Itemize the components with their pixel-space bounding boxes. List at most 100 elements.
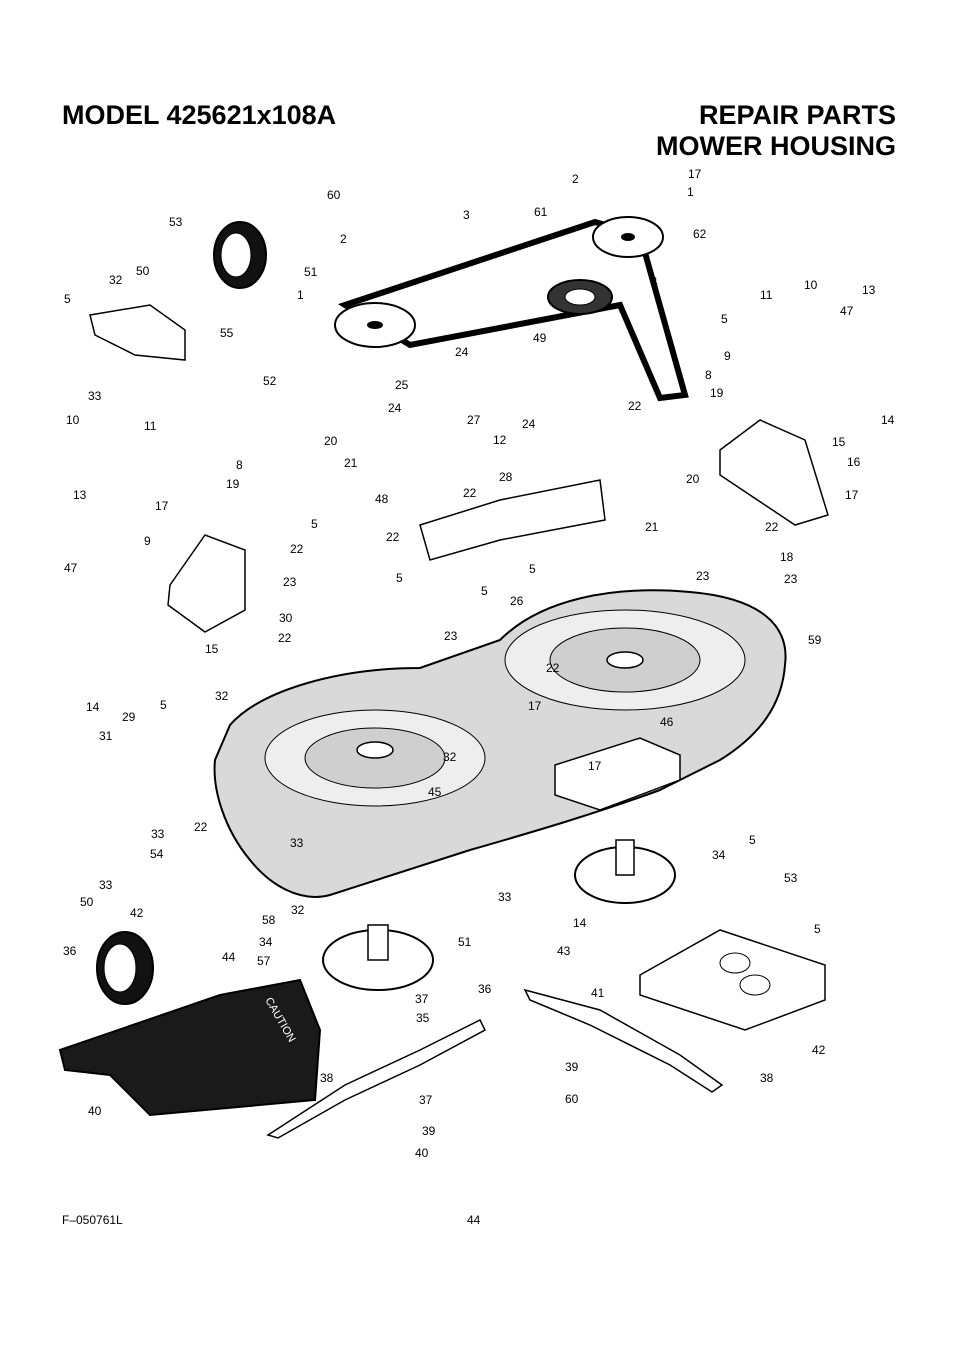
callout-label: 37 xyxy=(419,1093,433,1107)
callout-label: 11 xyxy=(760,288,773,302)
callout-label: 35 xyxy=(416,1011,430,1025)
callout-label: 22 xyxy=(194,820,208,834)
callout-label: 46 xyxy=(660,715,674,729)
callout-label: 44 xyxy=(222,950,236,964)
callout-label: 25 xyxy=(395,378,409,392)
callout-label: 16 xyxy=(847,455,861,469)
callout-label: 14 xyxy=(881,413,895,427)
callout-label: 34 xyxy=(259,935,273,949)
callout-label: 23 xyxy=(784,572,798,586)
callout-label: 22 xyxy=(628,399,642,413)
callout-label: 36 xyxy=(478,982,492,996)
callout-label: 54 xyxy=(150,847,164,861)
drive-belt-assembly xyxy=(334,216,689,402)
callout-label: 33 xyxy=(290,836,304,850)
callout-label: 37 xyxy=(415,992,429,1006)
callout-label: 32 xyxy=(443,750,457,764)
callout-label: 51 xyxy=(458,935,472,949)
callout-label: 2 xyxy=(572,172,579,186)
callout-label: 43 xyxy=(557,944,571,958)
callout-label: 17 xyxy=(588,759,602,773)
callout-label: 22 xyxy=(463,486,477,500)
callout-label: 52 xyxy=(263,374,277,388)
callout-label: 32 xyxy=(109,273,123,287)
callout-label: 18 xyxy=(780,550,794,564)
callout-label: 9 xyxy=(724,349,731,363)
spindle-left xyxy=(322,924,434,991)
blade-left xyxy=(266,1018,486,1139)
callout-label: 22 xyxy=(765,520,779,534)
callout-label: 17 xyxy=(528,699,542,713)
callout-label: 33 xyxy=(151,827,165,841)
callout-label: 47 xyxy=(64,561,78,575)
callout-label: 31 xyxy=(99,729,113,743)
callout-label: 39 xyxy=(565,1060,579,1074)
callout-label: 8 xyxy=(236,458,243,472)
callout-label: 32 xyxy=(291,903,305,917)
callout-label: 38 xyxy=(760,1071,774,1085)
callout-label: 5 xyxy=(160,698,167,712)
callout-label: 36 xyxy=(63,944,77,958)
callout-label: 5 xyxy=(396,571,403,585)
callout-label: 13 xyxy=(73,488,87,502)
gauge-wheel-bottom xyxy=(96,931,154,1005)
callout-label: 14 xyxy=(573,916,587,930)
callout-label: 1 xyxy=(687,185,694,199)
callout-label: 40 xyxy=(415,1146,429,1160)
callout-label: 17 xyxy=(155,499,169,513)
callout-label: 22 xyxy=(546,661,560,675)
callout-label: 49 xyxy=(533,331,547,345)
callout-label: 59 xyxy=(808,633,822,647)
callout-label: 57 xyxy=(257,954,271,968)
callout-label: 28 xyxy=(499,470,513,484)
figure-code: F–050761L xyxy=(62,1213,123,1227)
callout-label: 30 xyxy=(279,611,293,625)
callout-label: 22 xyxy=(290,542,304,556)
callout-label: 50 xyxy=(80,895,94,909)
callout-label: 33 xyxy=(88,389,102,403)
callout-label: 1 xyxy=(297,288,304,302)
callout-label: 33 xyxy=(99,878,113,892)
callout-label: 5 xyxy=(749,833,756,847)
callout-label: 4 xyxy=(651,275,658,289)
callout-label: 34 xyxy=(712,848,726,862)
blade-right xyxy=(523,988,724,1093)
callout-label: 50 xyxy=(136,264,150,278)
callout-label: 60 xyxy=(565,1092,579,1106)
callout-label: 19 xyxy=(226,477,240,491)
callout-label: 5 xyxy=(64,292,71,306)
callout-label: 60 xyxy=(327,188,341,202)
baffle-28 xyxy=(419,479,606,561)
right-bracket-18 xyxy=(719,419,829,526)
callout-label: 13 xyxy=(862,283,876,297)
callout-label: 27 xyxy=(467,413,481,427)
callout-label: 19 xyxy=(710,386,724,400)
model-title: MODEL 425621x108A xyxy=(62,100,337,130)
bracket-30 xyxy=(167,534,246,633)
callout-label: 47 xyxy=(840,304,854,318)
callout-label: 5 xyxy=(814,922,821,936)
callout-label: 17 xyxy=(845,488,859,502)
callout-label: 42 xyxy=(130,906,144,920)
discharge-shield: CAUTION xyxy=(58,978,322,1117)
callout-label: 33 xyxy=(498,890,512,904)
callout-label: 15 xyxy=(205,642,219,656)
section-title-line-2: MOWER HOUSING xyxy=(656,131,896,161)
callout-label: 42 xyxy=(812,1043,826,1057)
callout-label: 21 xyxy=(344,456,358,470)
callout-label: 39 xyxy=(422,1124,436,1138)
callout-label: 48 xyxy=(375,492,389,506)
callout-label: 14 xyxy=(86,700,100,714)
callout-label: 51 xyxy=(304,265,318,279)
callout-label: 23 xyxy=(283,575,297,589)
gauge-wheel-top xyxy=(213,221,267,289)
section-title-line-1: REPAIR PARTS xyxy=(698,100,896,130)
callout-label: 2 xyxy=(340,232,347,246)
mower-deck xyxy=(213,589,787,898)
callout-label: 10 xyxy=(804,278,818,292)
callout-label: 20 xyxy=(686,472,700,486)
callout-label: 32 xyxy=(215,689,229,703)
callout-label: 21 xyxy=(645,520,659,534)
callout-label: 5 xyxy=(721,312,728,326)
